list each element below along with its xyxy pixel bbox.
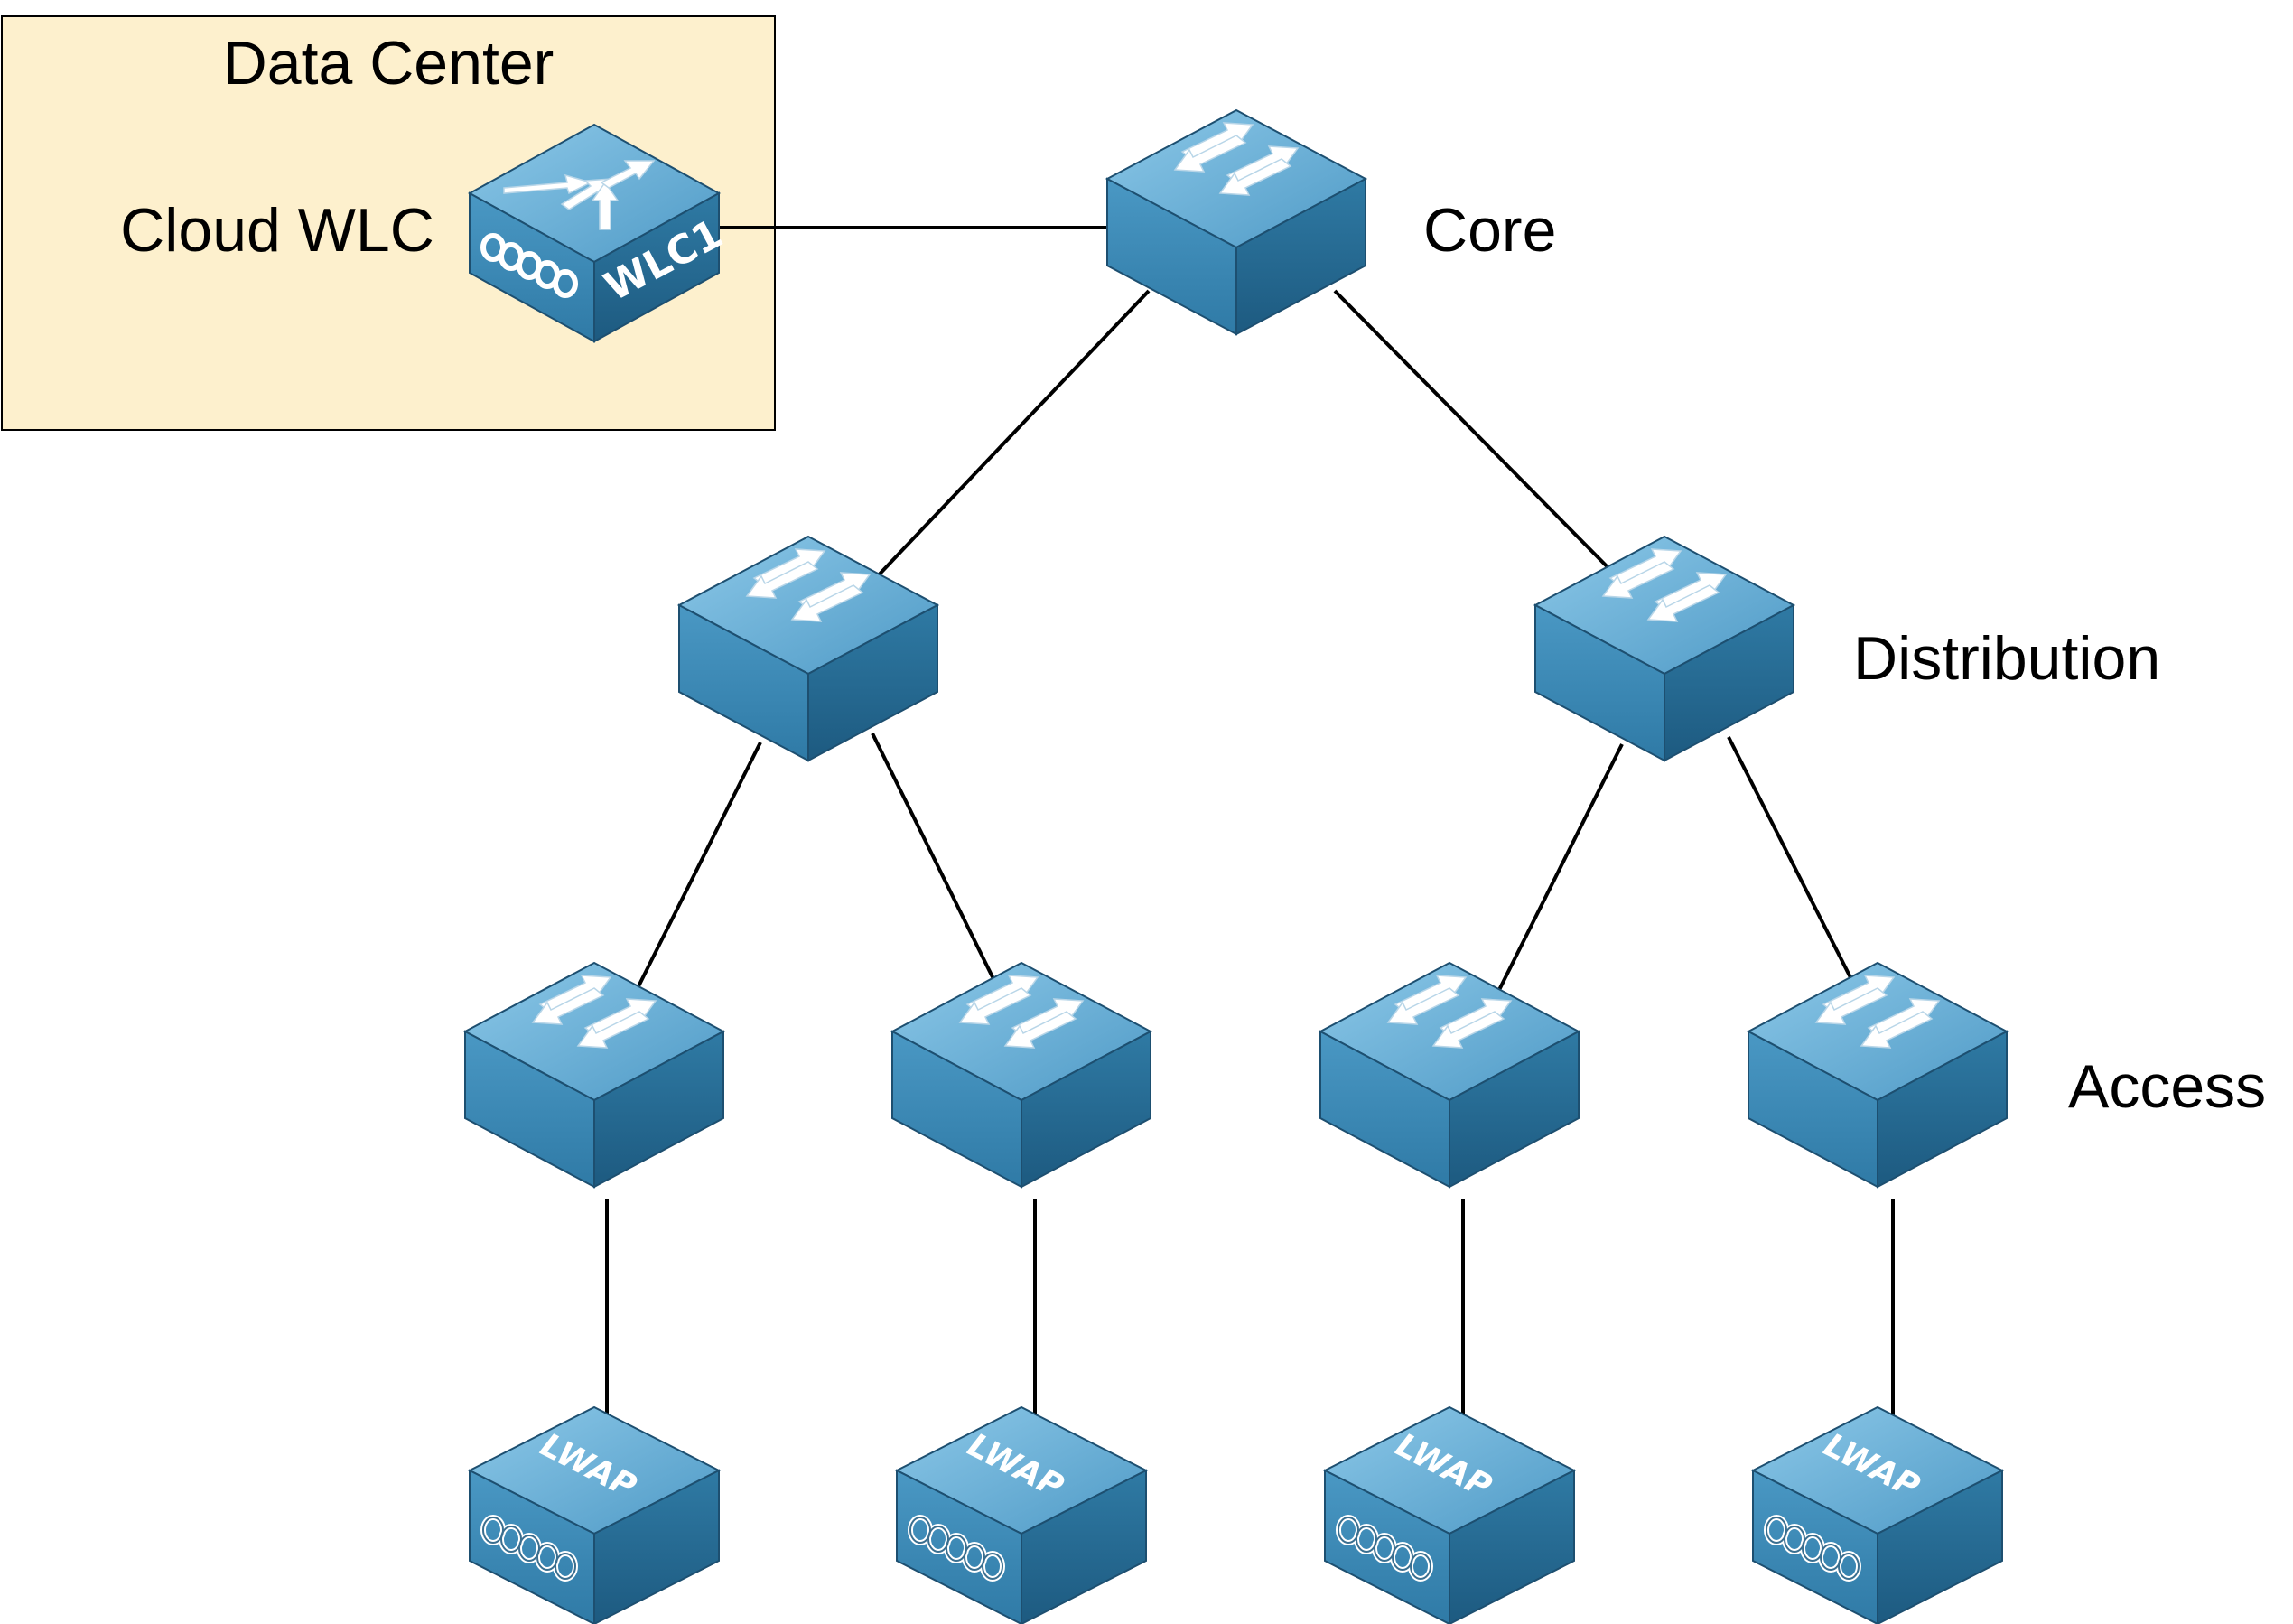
distribution-switch-right[interactable] xyxy=(1534,536,1794,761)
link-dist-right-acc-4 xyxy=(1727,736,1860,994)
access-switch-4[interactable] xyxy=(1748,962,2008,1188)
tier-label-access: Access xyxy=(2068,1052,2266,1121)
data-center-title: Data Center xyxy=(223,29,555,98)
tier-label-core: Core xyxy=(1423,196,1556,265)
link-core-dist-right xyxy=(1333,289,1620,580)
link-core-dist-left xyxy=(869,289,1151,585)
wlc-arrows-icon xyxy=(503,160,656,230)
tier-label-distribution: Distribution xyxy=(1853,624,2160,693)
access-switch-3[interactable] xyxy=(1319,962,1580,1188)
wlc-coil-icon xyxy=(480,233,578,298)
links xyxy=(605,226,1895,1418)
access-point-4[interactable]: LWAP xyxy=(1753,1407,2002,1624)
wlc-device[interactable]: WLC1 xyxy=(467,123,730,343)
access-point-3[interactable]: LWAP xyxy=(1325,1407,1574,1624)
access-point-2[interactable]: LWAP xyxy=(897,1407,1146,1624)
link-dist-right-acc-3 xyxy=(1490,743,1624,1005)
distribution-switch-left[interactable] xyxy=(678,536,938,761)
core-switch[interactable] xyxy=(1106,109,1366,335)
access-switch-1[interactable] xyxy=(464,962,724,1188)
cloud-wlc-label: Cloud WLC xyxy=(120,196,434,265)
access-point-1[interactable]: LWAP xyxy=(470,1407,719,1624)
access-switch-2[interactable] xyxy=(891,962,1151,1188)
link-dist-left-acc-1 xyxy=(629,742,762,1003)
link-dist-left-acc-2 xyxy=(871,733,1002,994)
